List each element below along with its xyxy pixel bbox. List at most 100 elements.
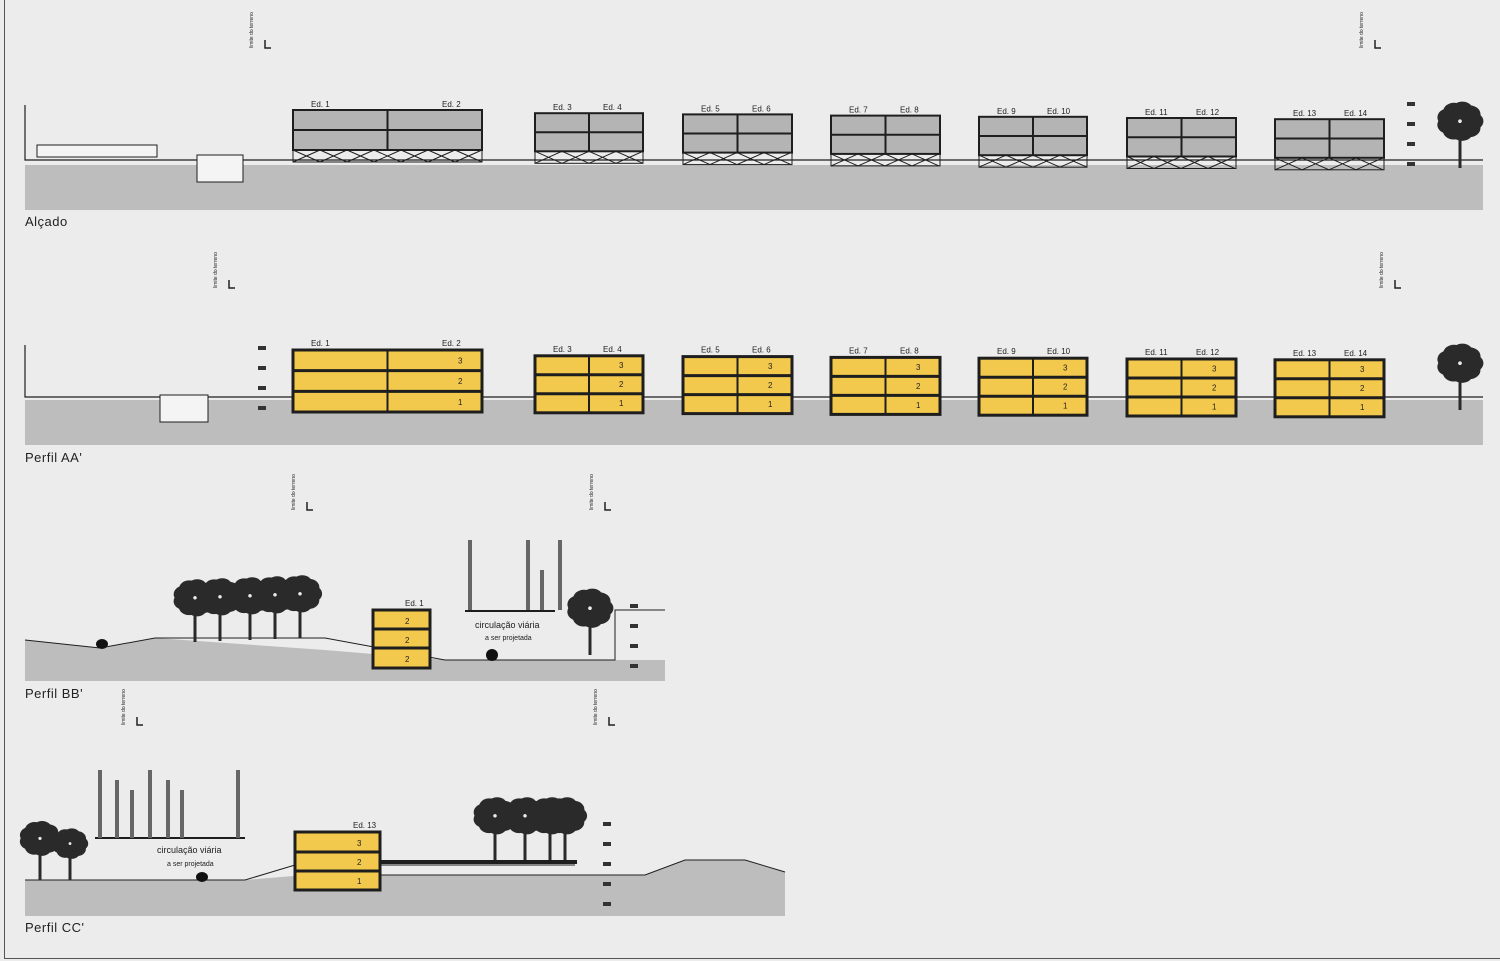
building-label: Ed. 1 xyxy=(405,599,424,608)
road-sublabel: a ser projetada xyxy=(167,861,214,868)
boundary-corner-icon xyxy=(608,717,615,726)
tree-trunk xyxy=(218,607,222,641)
tree-trunk xyxy=(523,826,527,860)
cross-brace xyxy=(857,153,886,167)
floor-number: 1 xyxy=(619,399,624,408)
tree-canopy xyxy=(299,578,320,596)
building-label: Ed. 7 xyxy=(849,346,868,355)
basement xyxy=(196,154,244,183)
building-label: Ed. 12 xyxy=(1196,108,1220,117)
boundary-corner-icon xyxy=(1394,280,1401,289)
cross-brace xyxy=(615,150,644,164)
building-label: Ed. 13 xyxy=(353,821,377,830)
boundary-marker xyxy=(228,280,235,289)
pilotis xyxy=(292,149,483,163)
floor-number: 1 xyxy=(458,398,463,407)
floor-number: 3 xyxy=(1360,365,1365,374)
level-marker xyxy=(630,664,638,668)
level-marker xyxy=(1407,102,1415,106)
cross-brace xyxy=(709,152,738,166)
tree-icon xyxy=(543,797,588,860)
floor-number: 3 xyxy=(357,839,362,848)
ground-cc xyxy=(25,860,785,916)
floor-number: 1 xyxy=(1063,402,1068,411)
cross-brace xyxy=(1274,157,1303,171)
floor-number: 3 xyxy=(916,363,921,372)
building-label: Ed. 6 xyxy=(752,346,771,355)
boundary-marker xyxy=(264,40,271,49)
tree-canopy xyxy=(1458,347,1481,366)
level-marker xyxy=(258,346,266,350)
cross-brace xyxy=(292,149,321,163)
road-label: circulação viária xyxy=(475,620,540,630)
boundary-label: limite do terreno xyxy=(213,252,219,288)
tree-canopy xyxy=(564,800,585,818)
floor-number: 3 xyxy=(458,356,463,365)
building-label: Ed. 4 xyxy=(603,103,622,112)
cross-brace xyxy=(1180,156,1209,169)
tree-trunk xyxy=(68,852,72,880)
level-marker xyxy=(603,842,611,846)
tunnel xyxy=(96,639,108,649)
level-marker xyxy=(258,366,266,370)
floor-number: 3 xyxy=(1212,364,1217,373)
floor-number: 2 xyxy=(916,382,921,391)
cross-brace xyxy=(1153,156,1182,169)
cross-brace xyxy=(1301,157,1330,171)
level-marker xyxy=(630,604,638,608)
pilotis xyxy=(682,152,793,166)
tree-icon xyxy=(567,588,614,655)
boundary-label: limite do terreno xyxy=(291,474,297,510)
building-section xyxy=(371,608,432,670)
cross-brace xyxy=(588,150,617,164)
height-scale xyxy=(148,770,152,838)
height-scale xyxy=(468,540,472,610)
building-label: Ed. 3 xyxy=(553,345,572,354)
level-marker xyxy=(1407,142,1415,146)
section-title-perfil-bb: Perfil BB' xyxy=(25,686,84,701)
boundary-marker xyxy=(604,502,611,511)
cross-brace xyxy=(1328,157,1357,171)
floor-number: 2 xyxy=(1360,384,1365,393)
building-label: Ed. 12 xyxy=(1196,348,1220,357)
road-sublabel: a ser projetada xyxy=(485,635,532,642)
building-label: Ed. 11 xyxy=(1145,348,1168,357)
tree-trunk xyxy=(563,826,567,860)
floor-number: 2 xyxy=(619,380,624,389)
height-scale xyxy=(526,540,530,610)
boundary-label: limite do terreno xyxy=(1379,252,1385,288)
cross-brace xyxy=(884,153,913,167)
building-label: Ed. 5 xyxy=(701,346,720,355)
level-marker xyxy=(258,406,266,410)
cross-brace xyxy=(534,150,563,164)
cross-brace xyxy=(1005,154,1034,168)
cross-brace xyxy=(454,149,483,163)
level-marker xyxy=(1407,122,1415,126)
cross-brace xyxy=(319,149,348,163)
floor-number: 1 xyxy=(357,877,362,886)
cross-brace xyxy=(427,149,456,163)
height-scale xyxy=(180,790,184,838)
floor-number: 1 xyxy=(1360,403,1365,412)
height-scale xyxy=(166,780,170,838)
ground-alcado xyxy=(25,165,1483,210)
cross-brace xyxy=(736,152,765,166)
floor-number: 2 xyxy=(405,636,410,645)
floor-number: 2 xyxy=(405,617,410,626)
tree-icon xyxy=(1437,343,1484,410)
cross-brace xyxy=(1207,156,1236,169)
floor-number: 2 xyxy=(357,858,362,867)
level-marker xyxy=(603,902,611,906)
boundary-corner-icon xyxy=(136,717,143,726)
boundary-label: limite do terreno xyxy=(249,12,255,48)
tree-trunk xyxy=(38,848,42,880)
height-scale xyxy=(98,770,102,838)
building-label: Ed. 3 xyxy=(553,103,572,112)
section-title-alcado: Alçado xyxy=(25,214,68,229)
tree-trunk xyxy=(493,826,497,860)
cross-brace xyxy=(978,154,1007,168)
cross-brace xyxy=(1126,156,1155,169)
terrain-line xyxy=(24,105,1483,161)
